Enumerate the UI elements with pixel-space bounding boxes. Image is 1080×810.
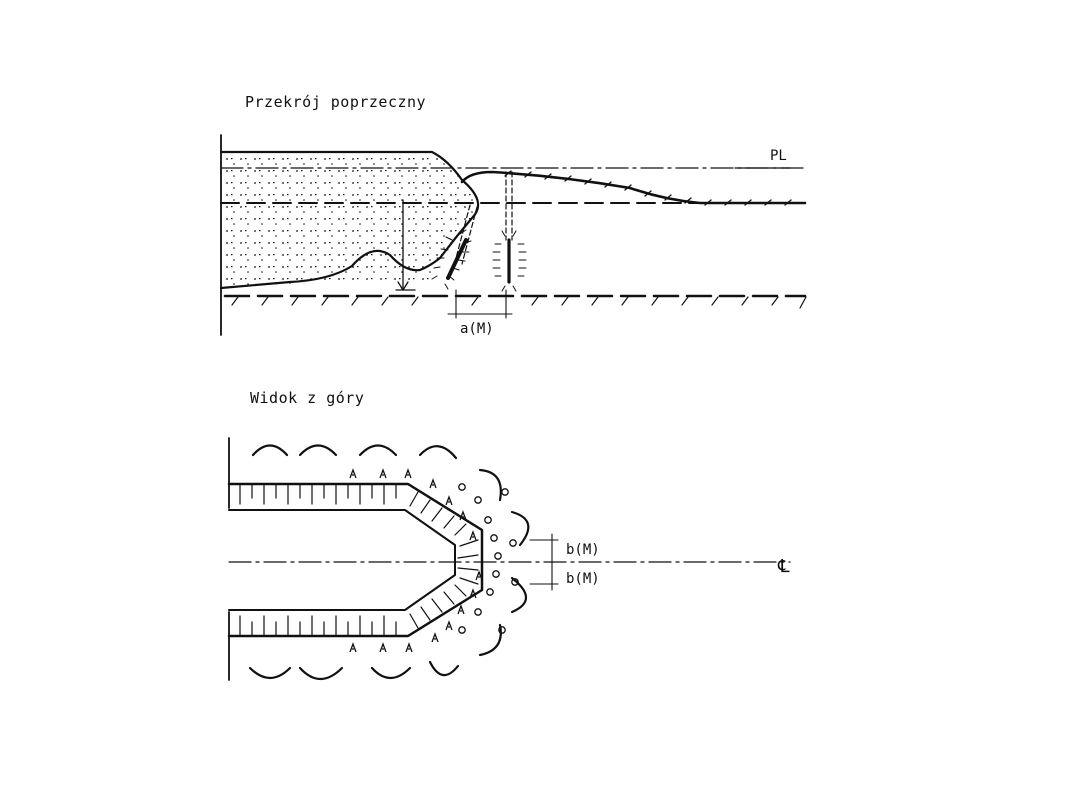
- spacing-b-lower-label: b(M): [566, 571, 600, 587]
- spacing-a-label: a(M): [460, 321, 494, 337]
- inclined-charge-blast: [431, 229, 472, 290]
- section-view-title: Przekrój poprzeczny: [245, 93, 427, 111]
- plan-view: ℄: [227, 437, 791, 681]
- arc-top-2: [298, 444, 338, 457]
- ground-base-hatching: [231, 296, 807, 309]
- vertical-borehole: [505, 171, 513, 241]
- cross-section: PL a(M): [219, 134, 807, 337]
- sand-fill-zone: [221, 152, 479, 286]
- charge-holes: [458, 483, 519, 634]
- arc-top-3: [358, 444, 398, 457]
- plan-view-title: Widok z góry: [250, 389, 365, 407]
- arc-top-1: [251, 444, 289, 457]
- pl-label: PL: [770, 148, 787, 164]
- arc-side-4: [478, 623, 502, 657]
- vertical-charge-blast: [492, 230, 527, 292]
- arc-side-3: [510, 576, 528, 614]
- inclined-charge: [446, 238, 468, 280]
- ground-surface: [460, 170, 807, 205]
- spacing-b-upper-label: b(M): [566, 542, 600, 558]
- trench-outer-outline: [227, 482, 484, 638]
- trench-slope-hatching-top: [239, 483, 397, 505]
- blast-zone-arcs: [248, 444, 530, 681]
- arc-side-1: [478, 468, 502, 502]
- ground-hatching: [504, 170, 792, 206]
- arc-bottom-2: [298, 666, 344, 681]
- charge-markers: [349, 468, 483, 653]
- inclined-borehole: [454, 204, 478, 265]
- trench-slope-hatching-nose: [409, 491, 479, 629]
- arc-bottom-4: [428, 660, 460, 677]
- trench-inner-outline: [228, 509, 456, 611]
- trench-slope-hatching-bottom: [239, 615, 397, 637]
- arc-bottom-3: [370, 666, 412, 680]
- arc-side-2: [510, 510, 530, 547]
- arc-top-4: [418, 445, 458, 460]
- centerline-symbol: ℄: [777, 556, 790, 577]
- fill-boundary: [219, 150, 480, 290]
- arc-bottom-1: [248, 666, 292, 680]
